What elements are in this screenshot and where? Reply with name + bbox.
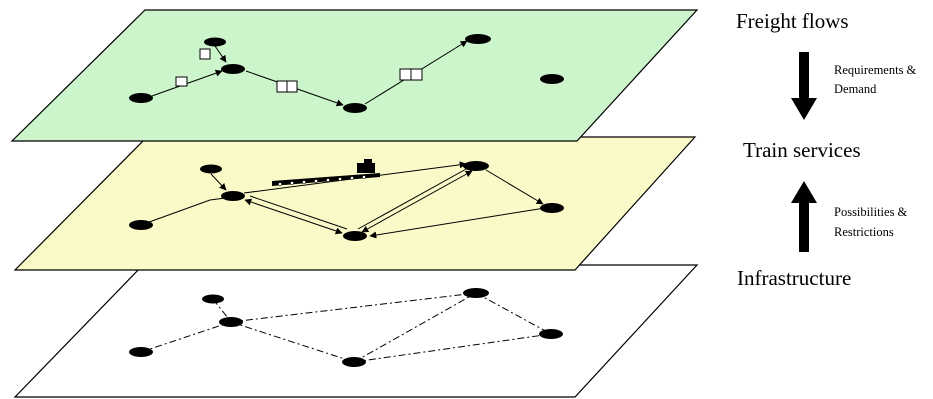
freight-node [540,74,564,84]
service-link [249,195,348,230]
locomotive-cab [364,159,372,164]
service-link [357,167,469,230]
freight-flows-plane [10,9,699,142]
freight-node [129,93,153,103]
train-service-nodes [129,161,564,241]
train-services-layer [13,136,697,271]
freight-node [465,34,491,44]
infrastructure-layer [13,264,699,398]
possibilities-label-line2: Restrictions [834,225,894,239]
freight-nodes [129,34,564,113]
train-body [272,173,380,186]
train-icon [272,159,380,186]
freight-flows-label: Freight flows [736,9,849,33]
container-icon [175,76,188,87]
infra-node [539,329,563,339]
service-node [221,191,245,201]
freight-node [221,64,245,74]
infra-node [129,347,153,357]
train-services-label: Train services [743,138,861,162]
service-link [210,173,227,191]
infra-link [353,292,477,363]
infra-link [230,321,355,363]
service-link [485,169,544,205]
container-icon [199,48,211,60]
infra-node [463,288,489,298]
requirements-label-line2: Demand [834,82,877,96]
infra-node [202,294,224,304]
train-services-plane [13,136,697,271]
service-node [540,203,564,213]
service-link [244,198,343,235]
service-node [463,161,489,171]
infra-link [475,292,552,335]
up-arrow-icon [791,181,817,252]
infrastructure-label: Infrastructure [737,266,851,290]
freight-flows-layer [10,9,699,142]
infra-link [230,292,477,323]
flow-link [214,45,227,63]
infrastructure-plane [13,264,699,398]
freight-node [204,37,226,47]
possibilities-label-line1: Possibilities & [834,205,908,219]
infra-node [342,357,366,367]
train-wheels [278,175,366,186]
service-node [129,220,153,230]
freight-containers [175,48,423,93]
service-node [200,164,222,174]
infrastructure-links [140,292,552,363]
service-link [361,170,473,233]
infra-link [140,321,232,353]
down-arrow-icon [791,52,817,120]
freight-node [343,103,367,113]
infra-node [219,317,243,327]
requirements-label-line1: Requirements & [834,63,917,77]
infra-link [353,333,552,363]
service-link [369,207,546,239]
infrastructure-nodes [129,288,563,367]
service-node [343,231,367,241]
locomotive [357,163,375,173]
